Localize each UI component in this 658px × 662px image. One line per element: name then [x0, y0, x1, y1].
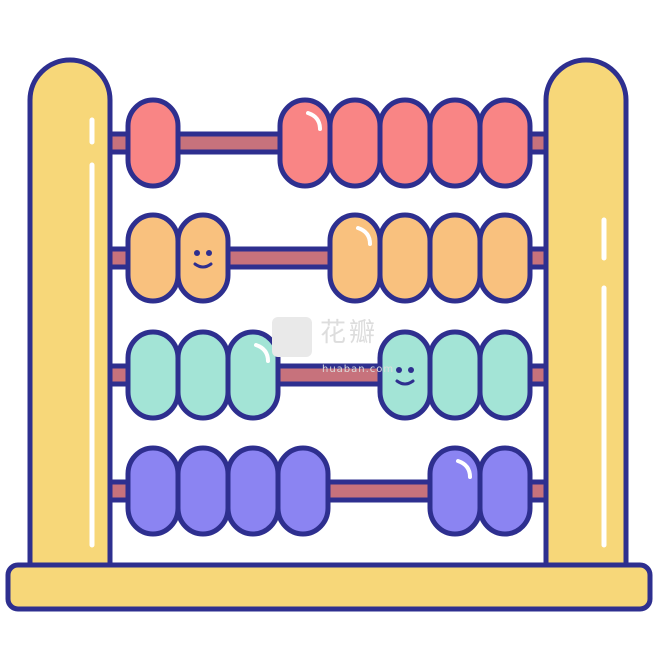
right-post — [543, 57, 629, 568]
bead-row1-right-5 — [477, 97, 533, 189]
bead-row1-right-1 — [277, 97, 333, 189]
smiley-eye-right — [206, 250, 212, 256]
bead-row4-right-2 — [477, 445, 533, 537]
bead-shine-row4 — [456, 459, 472, 479]
bead-row3-left-1 — [125, 329, 181, 421]
smiley-eye-right — [408, 367, 414, 373]
smiley-eye-left — [194, 250, 200, 256]
bead-row1-right-3 — [377, 97, 433, 189]
bead-row4-left-4 — [275, 445, 331, 537]
bead-shine-row2 — [356, 226, 372, 246]
bead-row3-right-2 — [427, 329, 483, 421]
bead-row1-right-4 — [427, 97, 483, 189]
bead-row2-right-3 — [427, 212, 483, 304]
bead-shine-row3 — [254, 343, 270, 363]
bead-row2-right-4 — [477, 212, 533, 304]
bead-row3-right-1 — [377, 329, 433, 421]
bead-row4-left-3 — [225, 445, 281, 537]
bead-row3-left-3 — [225, 329, 281, 421]
bead-shine-row1 — [306, 111, 322, 131]
bead-row4-left-1 — [125, 445, 181, 537]
bead-row2-left-1 — [125, 212, 181, 304]
bead-row1-right-2 — [327, 97, 383, 189]
bead-row4-left-2 — [175, 445, 231, 537]
smiley-mouth — [395, 379, 415, 386]
bead-row2-right-2 — [377, 212, 433, 304]
bead-row2-left-2 — [175, 212, 231, 304]
smiley-eye-left — [396, 367, 402, 373]
base — [5, 562, 653, 612]
bead-row3-right-3 — [477, 329, 533, 421]
bead-row4-right-1 — [427, 445, 483, 537]
bead-row2-right-1 — [327, 212, 383, 304]
left-post — [27, 57, 113, 568]
bead-row3-left-2 — [175, 329, 231, 421]
bead-row1-left-1 — [125, 97, 181, 189]
smiley-mouth — [193, 262, 213, 269]
